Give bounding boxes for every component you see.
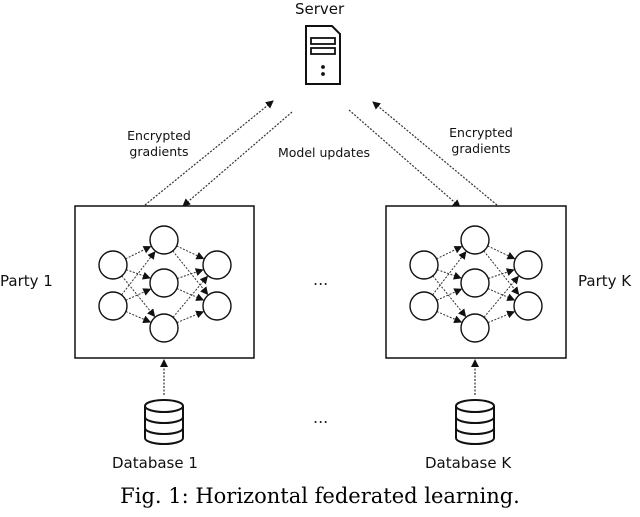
nn-node	[98, 250, 128, 280]
nn-edge	[176, 288, 205, 301]
arrow-server-to-partyK	[348, 109, 461, 208]
encrypted-gradients-label-right: Encrypted gradients	[436, 125, 526, 157]
party-1-label: Party 1	[0, 272, 53, 290]
nn-node	[149, 313, 179, 343]
database-icon	[455, 399, 495, 445]
database-icon	[144, 399, 184, 445]
nn-edge	[432, 275, 467, 318]
database-1-label: Database 1	[112, 454, 198, 472]
databases-ellipsis: ...	[313, 408, 329, 427]
arrow-party1-to-server	[144, 100, 274, 206]
nn-edge	[487, 245, 516, 260]
nn-node	[460, 268, 490, 298]
nn-edge	[483, 250, 520, 296]
nn-node	[409, 250, 439, 280]
figure-caption: Fig. 1: Horizontal federated learning.	[120, 484, 520, 508]
parties-ellipsis: ...	[313, 270, 329, 289]
label-line: Encrypted	[127, 128, 191, 143]
nn-node	[149, 268, 179, 298]
server-icon	[305, 25, 341, 85]
server-label: Server	[295, 0, 345, 18]
arrow-partyK-to-server	[372, 101, 498, 206]
nn-node	[460, 225, 490, 255]
label-line: gradients	[451, 141, 511, 156]
nn-edge	[172, 250, 209, 296]
nn-edge	[488, 268, 515, 279]
encrypted-gradients-label-left: Encrypted gradients	[114, 128, 204, 160]
nn-edge	[487, 310, 516, 324]
neural-network-icon	[98, 225, 232, 343]
nn-edge	[176, 245, 205, 260]
nn-edge	[125, 246, 152, 260]
nn-edge	[126, 269, 151, 280]
nn-edge	[487, 288, 516, 301]
database-arrows	[160, 359, 479, 395]
label-line: gradients	[129, 144, 189, 159]
nn-edge	[436, 288, 463, 301]
nn-edge	[125, 288, 152, 301]
nn-edge	[176, 310, 205, 324]
nn-node	[460, 313, 490, 343]
nn-edge	[436, 311, 463, 323]
nn-edge	[437, 269, 462, 280]
arrow-server-to-party1	[182, 111, 293, 207]
model-updates-label: Model updates	[277, 145, 371, 160]
nn-edge	[436, 246, 463, 260]
connection-arrows	[144, 100, 498, 208]
nn-node	[513, 291, 543, 321]
nn-edge	[125, 311, 152, 323]
nn-node	[409, 291, 439, 321]
party-k-label: Party K	[578, 272, 632, 290]
nn-edge	[483, 275, 519, 318]
nn-node	[202, 291, 232, 321]
nn-node	[202, 250, 232, 280]
nn-node	[98, 291, 128, 321]
label-line: Encrypted	[449, 125, 513, 140]
nn-node	[513, 250, 543, 280]
nn-edge	[172, 275, 208, 318]
neural-network-icon	[409, 225, 543, 343]
database-k-label: Database K	[425, 454, 512, 472]
nn-edge	[121, 275, 156, 318]
nn-node	[149, 225, 179, 255]
nn-edge	[177, 268, 204, 279]
